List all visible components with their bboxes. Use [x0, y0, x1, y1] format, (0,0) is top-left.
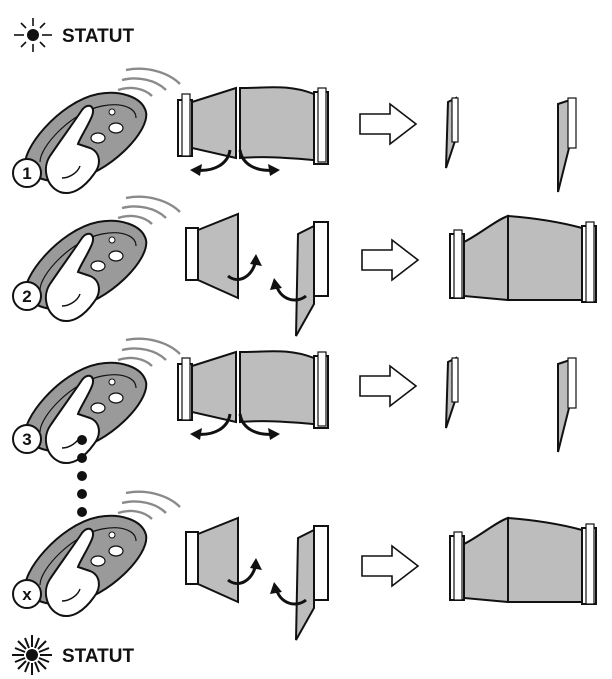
step-number-badge [12, 158, 42, 188]
step-number: x [22, 585, 32, 604]
step-1: 1 [12, 67, 577, 195]
transition-arrow-icon [359, 365, 417, 407]
gate-closed-icon [449, 517, 597, 605]
gate-open-icon [445, 97, 577, 193]
step-number: 2 [22, 287, 31, 306]
step-number-badge [12, 424, 42, 454]
repeat-dots [77, 435, 87, 517]
step-2: 2 [12, 195, 597, 338]
remote-hand-icon [24, 490, 182, 618]
step-number-badge [12, 579, 42, 609]
light-on-icon [11, 634, 53, 676]
footer-status: STATUT [11, 634, 135, 676]
remote-hand-icon [24, 195, 182, 323]
gate-closed-icon [449, 215, 597, 303]
remote-hand-icon [24, 337, 182, 465]
transition-arrow-icon [361, 239, 419, 281]
transition-arrow-icon [359, 103, 417, 145]
gate-opened-closing-icon [184, 212, 330, 338]
header-status: STATUT [13, 17, 135, 53]
step-number-badge [12, 281, 42, 311]
footer-status-label: STATUT [62, 646, 135, 667]
step-x: x [12, 490, 597, 642]
blinking-light-icon [13, 17, 53, 53]
transition-arrow-icon [361, 545, 419, 587]
header-status-label: STATUT [62, 26, 135, 47]
step-number: 1 [22, 164, 31, 183]
remote-hand-icon [24, 67, 182, 195]
gate-closed-icon [177, 350, 329, 429]
step-3: 3 [12, 337, 577, 465]
step-number: 3 [22, 430, 31, 449]
gate-closed-icon [177, 86, 329, 165]
gate-opened-closing-icon [184, 516, 330, 642]
gate-open-icon [445, 357, 577, 453]
